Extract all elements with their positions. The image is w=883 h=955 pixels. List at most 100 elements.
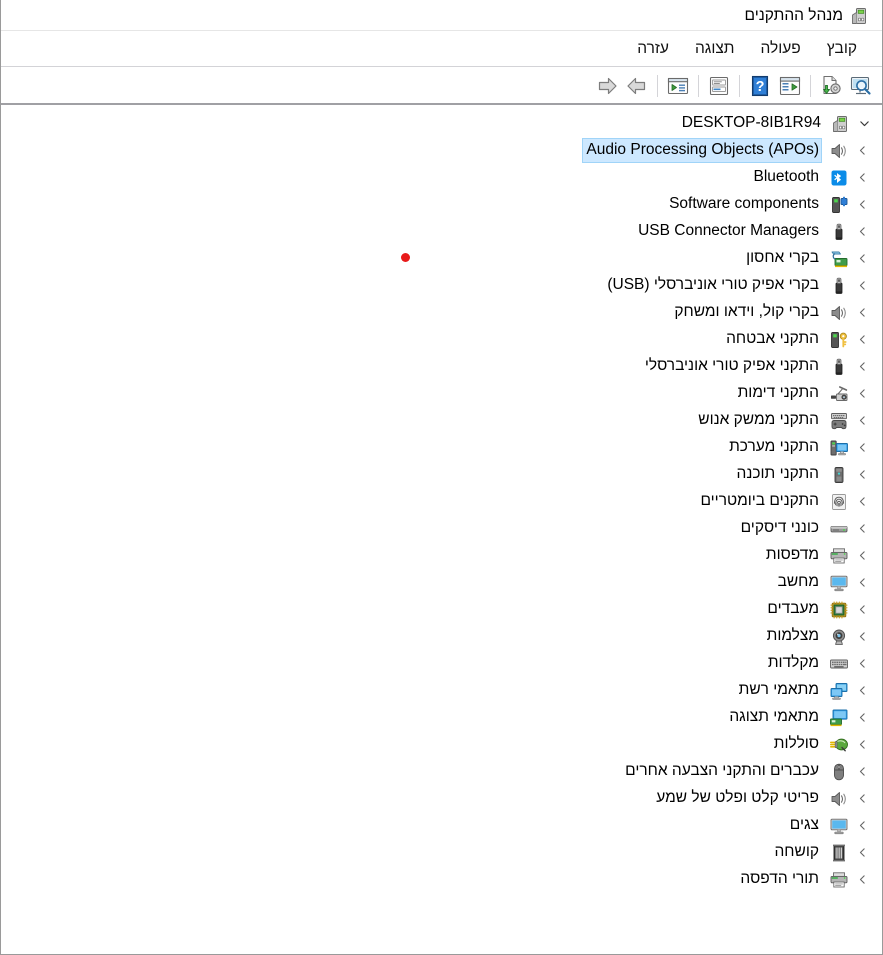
tree-item-label: Software components: [669, 195, 819, 213]
tree-item-4[interactable]: בקרי אחסון: [1, 245, 882, 272]
chevron-left-icon[interactable]: [850, 704, 874, 731]
toolbar-separator: [657, 75, 658, 97]
chevron-left-icon[interactable]: [850, 542, 874, 569]
tree-item-label: בקרי אחסון: [746, 249, 819, 267]
chevron-left-icon[interactable]: [850, 353, 874, 380]
forward-button[interactable]: [592, 72, 622, 100]
chevron-left-icon[interactable]: [850, 623, 874, 650]
chevron-left-icon[interactable]: [850, 650, 874, 677]
tree-item-25[interactable]: צגים: [1, 812, 882, 839]
display-adapter-icon: [828, 707, 850, 729]
tree-item-label: מעבדים: [767, 600, 819, 618]
tree-item-2[interactable]: Software components: [1, 191, 882, 218]
properties-button[interactable]: [775, 72, 805, 100]
chevron-left-icon[interactable]: [850, 758, 874, 785]
update-driver-button[interactable]: [816, 72, 846, 100]
chevron-left-icon[interactable]: [850, 326, 874, 353]
tree-item-3[interactable]: USB Connector Managers: [1, 218, 882, 245]
tree-item-19[interactable]: מקלדות: [1, 650, 882, 677]
title-bar: מנהל ההתקנים: [1, 0, 882, 31]
tree-root-row[interactable]: DESKTOP-8IB1R94: [1, 110, 882, 137]
tree-item-9[interactable]: התקני דימות: [1, 380, 882, 407]
tree-item-10[interactable]: התקני ממשק אנוש: [1, 407, 882, 434]
tree-item-11[interactable]: התקני מערכת: [1, 434, 882, 461]
usb-icon: [828, 221, 850, 243]
tree-item-22[interactable]: סוללות: [1, 731, 882, 758]
tree-item-label: בקרי קול, וידאו ומשחק: [674, 303, 819, 321]
toolbar-separator: [698, 75, 699, 97]
chevron-left-icon[interactable]: [850, 434, 874, 461]
back-button[interactable]: [622, 72, 652, 100]
chevron-left-icon[interactable]: [850, 596, 874, 623]
chevron-left-icon[interactable]: [850, 191, 874, 218]
tree-item-15[interactable]: מדפסות: [1, 542, 882, 569]
scan-for-hardware-changes-button[interactable]: [846, 72, 876, 100]
chevron-left-icon[interactable]: [850, 569, 874, 596]
tree-item-16[interactable]: מחשב: [1, 569, 882, 596]
show-hidden-devices-button[interactable]: [704, 72, 734, 100]
tree-item-21[interactable]: מתאמי תצוגה: [1, 704, 882, 731]
tree-item-12[interactable]: התקני תוכנה: [1, 461, 882, 488]
menu-help[interactable]: עזרה: [637, 39, 669, 57]
speaker-icon: [828, 788, 850, 810]
view-devices-button[interactable]: [663, 72, 693, 100]
chevron-left-icon[interactable]: [850, 245, 874, 272]
menubar-divider: [1, 66, 882, 67]
tree-item-label: בקרי אפיק טורי אוניברסלי (USB): [607, 276, 819, 294]
tree-item-8[interactable]: התקני אפיק טורי אוניברסלי: [1, 353, 882, 380]
monitor-icon: [828, 815, 850, 837]
chevron-left-icon[interactable]: [850, 299, 874, 326]
menu-action[interactable]: פעולה: [760, 39, 801, 57]
usb-icon: [828, 275, 850, 297]
tree-item-6[interactable]: בקרי קול, וידאו ומשחק: [1, 299, 882, 326]
tree-item-1[interactable]: Bluetooth: [1, 164, 882, 191]
chevron-left-icon[interactable]: [850, 785, 874, 812]
chevron-left-icon[interactable]: [850, 137, 874, 164]
chevron-left-icon[interactable]: [850, 866, 874, 893]
chevron-left-icon[interactable]: [850, 407, 874, 434]
chevron-left-icon[interactable]: [850, 677, 874, 704]
toolbar-separator: [739, 75, 740, 97]
chevron-left-icon[interactable]: [850, 812, 874, 839]
chevron-left-icon[interactable]: [850, 515, 874, 542]
toolbar-separator: [810, 75, 811, 97]
chevron-left-icon[interactable]: [850, 272, 874, 299]
tree-item-26[interactable]: קושחה: [1, 839, 882, 866]
tree-item-23[interactable]: עכברים והתקני הצבעה אחרים: [1, 758, 882, 785]
tree-item-7[interactable]: התקני אבטחה: [1, 326, 882, 353]
chevron-left-icon[interactable]: [850, 461, 874, 488]
chevron-left-icon[interactable]: [850, 380, 874, 407]
titlebar-divider: [1, 30, 882, 31]
svg-text:?: ?: [756, 79, 765, 95]
chevron-left-icon[interactable]: [850, 488, 874, 515]
tree-item-13[interactable]: התקנים ביומטריים: [1, 488, 882, 515]
tree-item-label: מחשב: [777, 573, 819, 591]
menu-view[interactable]: תצוגה: [694, 39, 735, 57]
speaker-icon: [828, 140, 850, 162]
tree-item-5[interactable]: בקרי אפיק טורי אוניברסלי (USB): [1, 272, 882, 299]
chevron-left-icon[interactable]: [850, 839, 874, 866]
tree-item-27[interactable]: תורי הדפסה: [1, 866, 882, 893]
tree-item-label: פריטי קלט ופלט של שמע: [656, 789, 819, 807]
help-button[interactable]: ?: [745, 72, 775, 100]
tree-item-0[interactable]: Audio Processing Objects (APOs): [1, 137, 882, 164]
system-device-icon: [828, 437, 850, 459]
tree-item-18[interactable]: מצלמות: [1, 623, 882, 650]
tree-item-17[interactable]: מעבדים: [1, 596, 882, 623]
tree-item-20[interactable]: מתאמי רשת: [1, 677, 882, 704]
tree-item-label: התקני אבטחה: [726, 330, 819, 348]
chevron-left-icon[interactable]: [850, 731, 874, 758]
mouse-icon: [828, 761, 850, 783]
tree-item-label: התקני ממשק אנוש: [698, 411, 819, 429]
toolbar: ?: [1, 67, 882, 106]
tree-item-14[interactable]: כונני דיסקים: [1, 515, 882, 542]
chevron-left-icon[interactable]: [850, 218, 874, 245]
network-adapter-icon: [828, 680, 850, 702]
cpu-icon: [828, 599, 850, 621]
tree-item-24[interactable]: פריטי קלט ופלט של שמע: [1, 785, 882, 812]
chevron-down-icon[interactable]: [852, 110, 876, 137]
menu-file[interactable]: קובץ: [826, 39, 857, 57]
chevron-left-icon[interactable]: [850, 164, 874, 191]
